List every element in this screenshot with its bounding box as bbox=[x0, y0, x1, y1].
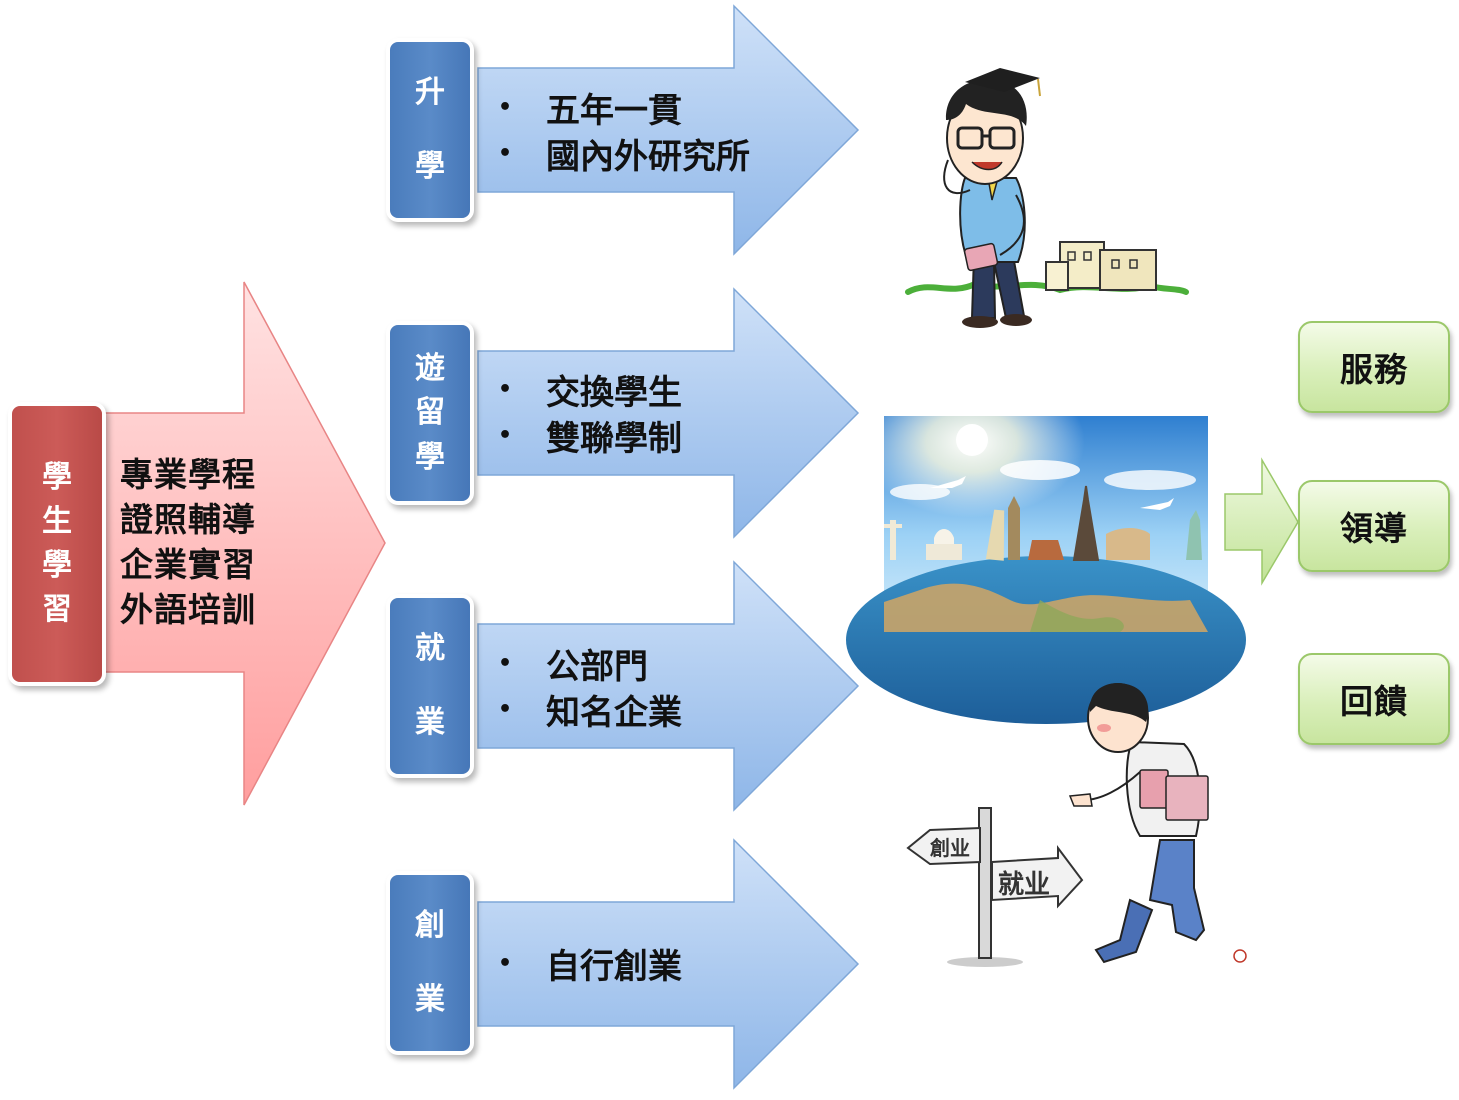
path-label-employment: 就 業 bbox=[390, 598, 470, 774]
source-arrow bbox=[99, 281, 386, 806]
path-label-study-abroad: 遊 留 學 bbox=[390, 325, 470, 501]
crossroads-illustration bbox=[906, 683, 1247, 967]
path-char: 遊 bbox=[415, 350, 445, 386]
outcome-feedback: 回饋 bbox=[1298, 653, 1450, 745]
source-activity: 外語培訓 bbox=[120, 590, 256, 629]
bullet-dot: • bbox=[498, 94, 513, 120]
sign-right: 就业 bbox=[998, 870, 1051, 900]
path-char: 就 bbox=[415, 631, 445, 666]
bullet-dot: • bbox=[498, 950, 513, 976]
source-activity: 證照輔導 bbox=[120, 500, 256, 539]
path-char: 學 bbox=[415, 149, 445, 184]
bullet-item: • 五年一貫 bbox=[492, 84, 750, 131]
path-char: 創 bbox=[415, 908, 445, 943]
source-label-box: 學 生 學 習 bbox=[12, 406, 102, 682]
bullet-text: 自行創業 bbox=[546, 946, 682, 987]
outcome-service: 服務 bbox=[1298, 321, 1450, 413]
path-bullets-employment: • 公部門 • 知名企業 bbox=[492, 640, 682, 733]
travel-illustration bbox=[846, 416, 1246, 724]
source-activity: 企業實習 bbox=[120, 545, 256, 584]
path-char: 業 bbox=[415, 982, 445, 1017]
path-arrow-3 bbox=[477, 560, 860, 812]
bullet-text: 知名企業 bbox=[546, 692, 682, 733]
bullet-dot: • bbox=[498, 422, 513, 448]
path-bullets-study-abroad: • 交換學生 • 雙聯學制 bbox=[492, 366, 682, 459]
outcome-leadership: 領導 bbox=[1298, 480, 1450, 572]
graduate-illustration bbox=[905, 68, 1189, 328]
bullet-dot: • bbox=[498, 650, 513, 676]
bullet-dot: • bbox=[498, 696, 513, 722]
source-activity: 專業學程 bbox=[120, 455, 256, 494]
path-bullets-entrepreneurship: • 自行創業 bbox=[492, 940, 682, 987]
bullet-text: 五年一貫 bbox=[546, 90, 682, 131]
bullet-item: • 國內外研究所 bbox=[492, 130, 750, 177]
bullet-item: • 雙聯學制 bbox=[492, 412, 682, 459]
source-char: 學 bbox=[42, 548, 72, 583]
source-activities: 專業學程 證照輔導 企業實習 外語培訓 bbox=[120, 452, 256, 632]
bullet-item: • 交換學生 bbox=[492, 366, 682, 413]
path-arrow-4 bbox=[477, 838, 860, 1090]
path-arrow-1 bbox=[477, 4, 860, 256]
source-char: 生 bbox=[42, 504, 72, 539]
bullet-dot: • bbox=[498, 140, 513, 166]
bullet-dot: • bbox=[498, 376, 513, 402]
path-arrow-2 bbox=[477, 287, 860, 539]
path-label-entrepreneurship: 創 業 bbox=[390, 875, 470, 1051]
bullet-item: • 知名企業 bbox=[492, 686, 682, 733]
path-char: 業 bbox=[415, 705, 445, 740]
path-label-further-study: 升 學 bbox=[390, 42, 470, 218]
bullet-text: 國內外研究所 bbox=[546, 136, 750, 177]
bullet-item: • 公部門 bbox=[492, 640, 682, 687]
path-char: 學 bbox=[415, 439, 445, 475]
bullet-item: • 自行創業 bbox=[492, 940, 682, 987]
path-char: 升 bbox=[415, 75, 445, 110]
sign-left: 創业 bbox=[930, 836, 970, 860]
path-bullets-further-study: • 五年一貫 • 國內外研究所 bbox=[492, 84, 750, 177]
source-char: 學 bbox=[42, 460, 72, 495]
path-char: 留 bbox=[415, 395, 445, 430]
bullet-text: 雙聯學制 bbox=[546, 418, 682, 459]
bullet-text: 交換學生 bbox=[546, 372, 682, 413]
outcome-arrow bbox=[1224, 457, 1299, 586]
bullet-text: 公部門 bbox=[546, 646, 648, 687]
source-char: 習 bbox=[42, 592, 72, 627]
